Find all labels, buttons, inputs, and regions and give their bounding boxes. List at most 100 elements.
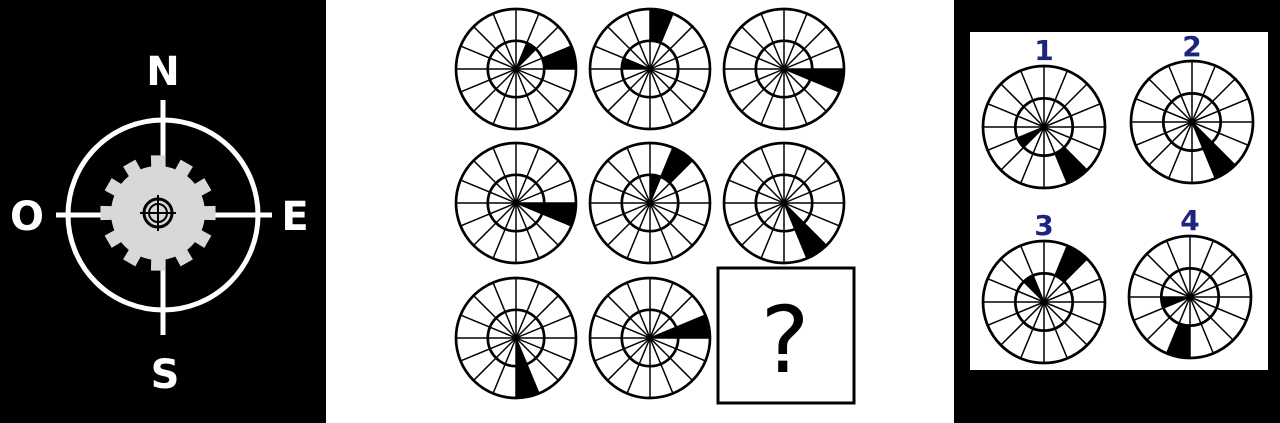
wheel-inner-ring: [620, 308, 680, 368]
wheel-spoke: [1189, 296, 1247, 322]
wheel-spoke: [1043, 301, 1069, 359]
wheel-inner-ring: [486, 308, 546, 368]
wheel-spoke: [728, 68, 785, 93]
wheel-spoke: [473, 202, 517, 246]
wheel-spoke: [1135, 97, 1193, 123]
wheel-spoke: [515, 202, 559, 246]
inner-shaded-sector: [784, 203, 804, 230]
grid-wheel-r2-c3: [722, 141, 846, 265]
wheel-spoke: [649, 179, 706, 204]
wheel-spoke: [649, 295, 693, 339]
wheel-spoke: [515, 45, 572, 70]
wheel-inner-ring: [754, 39, 814, 99]
wheel-spoke: [1191, 121, 1217, 179]
wheel-spoke: [649, 26, 693, 70]
wheel-spoke: [728, 202, 785, 227]
wheel-spoke: [649, 337, 693, 381]
option-2[interactable]: 2: [1129, 30, 1255, 185]
wheel-spoke: [607, 337, 651, 381]
wheel-spoke: [515, 337, 559, 381]
wheel-spoke: [783, 26, 827, 70]
option-4[interactable]: 4: [1127, 204, 1253, 360]
wheel-spoke: [473, 26, 517, 70]
wheel-outer-ring: [1129, 59, 1255, 185]
wheel-inner-ring: [1013, 96, 1075, 158]
grid-wheel-r2-c2: [588, 141, 712, 265]
wheel-spoke: [594, 45, 651, 70]
wheel-spoke: [473, 337, 517, 381]
wheel-spoke: [760, 13, 785, 70]
wheel-spoke: [1019, 245, 1045, 303]
option-1[interactable]: 1: [981, 34, 1107, 190]
wheel-spoke: [987, 126, 1045, 152]
wheel-spoke: [1043, 126, 1101, 152]
inner-shaded-sector: [1192, 122, 1213, 149]
answer-options-box: 1 2 3 4: [970, 30, 1268, 370]
wheel-spoke: [607, 68, 651, 112]
wheel-spoke: [1043, 126, 1088, 171]
wheel-spoke: [649, 314, 706, 339]
wheel-spoke: [1019, 70, 1045, 128]
wheel-spoke: [783, 160, 827, 204]
wheel-inner-ring: [754, 173, 814, 233]
wheel-spoke: [741, 26, 785, 70]
wheel-spoke: [515, 147, 540, 204]
wheel-spoke: [649, 13, 674, 70]
wheel-spoke: [1133, 296, 1191, 322]
wheel-spoke: [783, 202, 840, 227]
grid-wheel-r3-c2: [588, 276, 712, 400]
wheel-spoke: [649, 160, 693, 204]
wheel-spoke: [626, 147, 651, 204]
wheel-spoke: [492, 147, 517, 204]
wheel-outer-ring: [588, 276, 712, 400]
wheel-inner-ring: [1161, 91, 1223, 153]
wheel-spoke: [594, 179, 651, 204]
wheel-spoke: [1043, 277, 1101, 303]
wheel-spoke: [473, 68, 517, 112]
wheel-spoke: [728, 179, 785, 204]
wheel-outer-ring: [588, 141, 712, 265]
inner-shaded-sector: [1023, 275, 1044, 302]
wheel-spoke: [1146, 253, 1191, 298]
wheel-spoke: [1191, 65, 1217, 123]
wheel-spoke: [741, 202, 785, 246]
wheel-spoke: [460, 202, 517, 227]
wheel-spoke: [1043, 126, 1069, 184]
wheel-spoke: [649, 282, 674, 339]
wheel-spoke: [492, 337, 517, 394]
wheel-spoke: [1189, 253, 1234, 298]
missing-cell-box[interactable]: [716, 266, 856, 405]
wheel-spoke: [1043, 102, 1101, 128]
option-4-label: 4: [1180, 204, 1199, 237]
wheel-spoke: [1000, 83, 1045, 128]
inner-shaded-sector: [516, 42, 536, 69]
wheel-spoke: [1043, 70, 1069, 128]
answer-options: 1 2 3 4: [981, 30, 1255, 365]
wheel-spoke: [783, 68, 808, 125]
outer-shaded-sector: [1054, 245, 1088, 282]
outer-shaded-sector: [676, 315, 710, 338]
wheel-spoke: [728, 45, 785, 70]
wheel-spoke: [649, 202, 674, 259]
puzzle-grid-panel: ?: [326, 0, 954, 423]
wheel-outer-ring: [454, 141, 578, 265]
wheel-spoke: [1191, 121, 1236, 166]
wheel-spoke: [649, 45, 706, 70]
wheel-spoke: [460, 314, 517, 339]
wheel-spoke: [460, 45, 517, 70]
wheel-spoke: [473, 160, 517, 204]
wheel-spoke: [460, 179, 517, 204]
option-3[interactable]: 3: [981, 209, 1107, 365]
wheel-spoke: [594, 337, 651, 362]
question-mark: ?: [761, 287, 810, 394]
wheel-outer-ring: [1127, 234, 1253, 360]
wheel-spoke: [649, 202, 693, 246]
wheel-spoke: [1000, 258, 1045, 303]
wheel-spoke: [515, 337, 572, 362]
wheel-spoke: [515, 68, 559, 112]
inner-shaded-sector: [1017, 127, 1044, 148]
wheel-spoke: [515, 314, 572, 339]
wheel-spoke: [626, 13, 651, 70]
wheel-spoke: [460, 68, 517, 93]
wheel-spoke: [741, 68, 785, 112]
